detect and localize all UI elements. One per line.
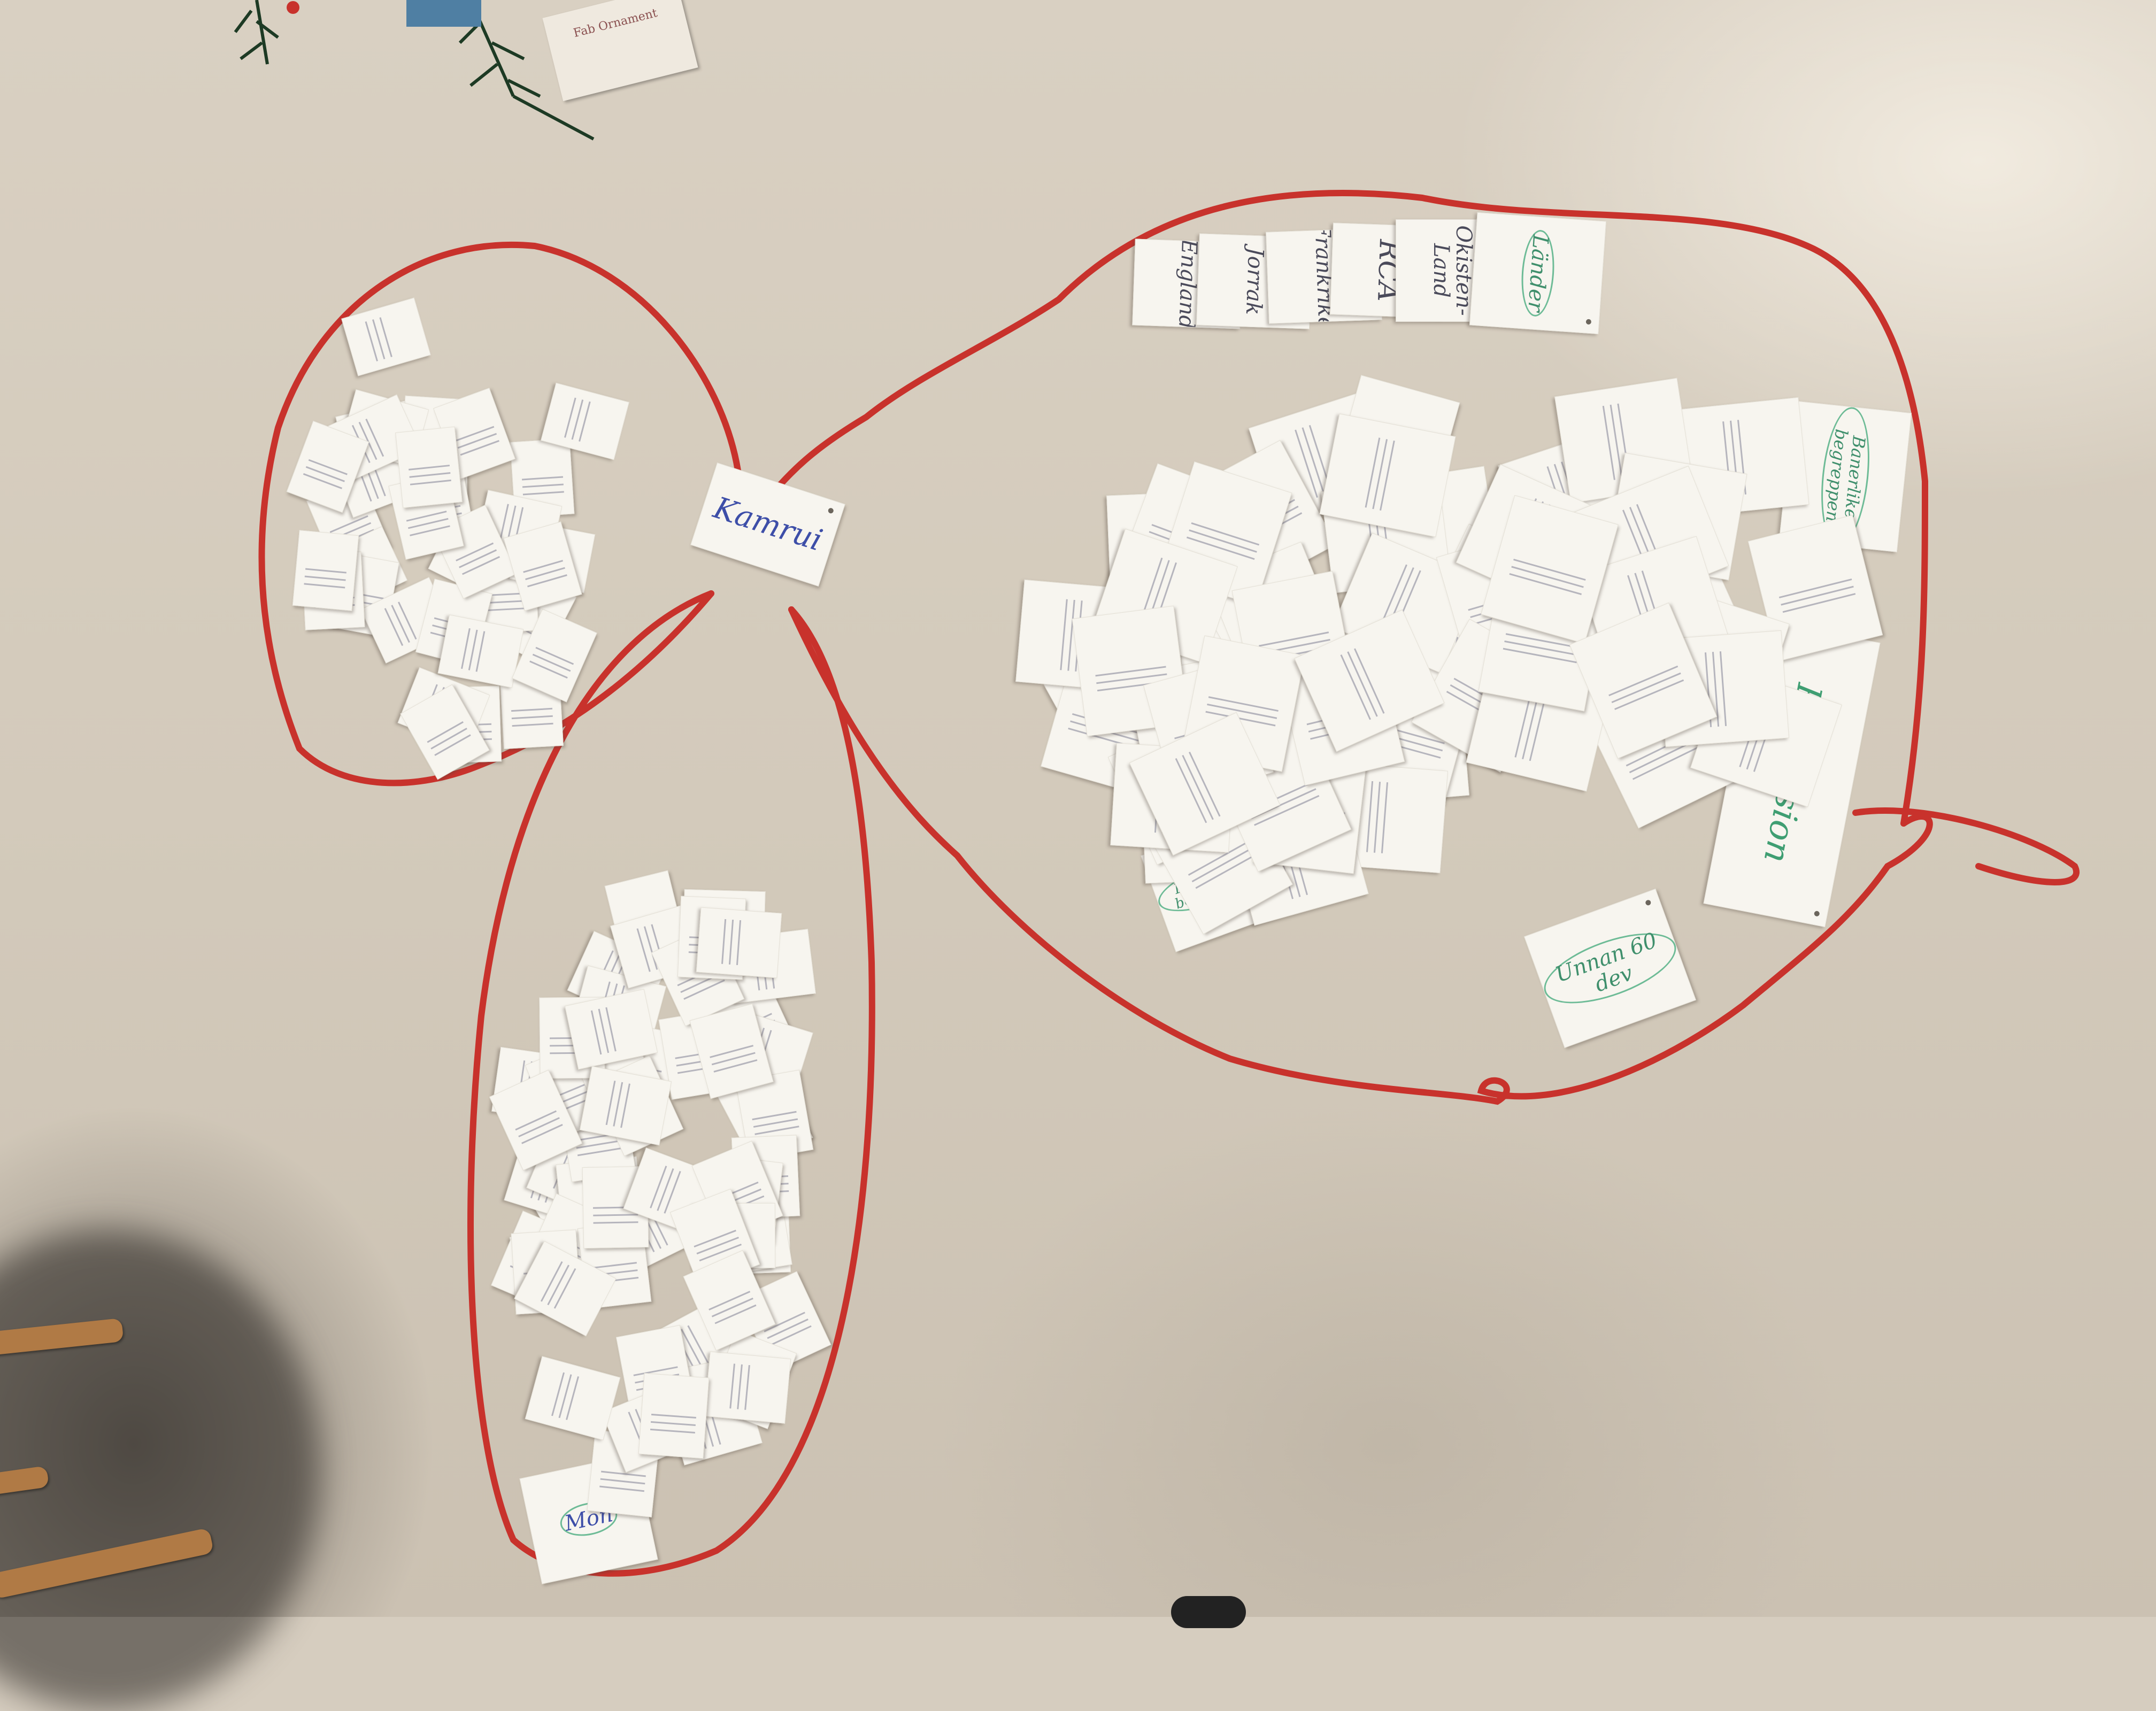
card-scribble <box>476 631 486 672</box>
card-scribble <box>605 1007 617 1052</box>
card-scribble <box>566 1376 580 1420</box>
card-scribble <box>1191 522 1259 545</box>
card-scribble <box>427 721 464 743</box>
card-scribble <box>579 401 591 442</box>
card-scribble <box>305 568 346 574</box>
red-rope <box>258 190 2080 1577</box>
card-scribble <box>1095 665 1166 676</box>
card-scribble <box>1380 440 1396 511</box>
card-scribble <box>398 601 417 639</box>
note-card <box>704 1351 791 1424</box>
card-scribble <box>329 515 368 533</box>
card-scribble <box>687 1325 711 1366</box>
lander-card: Länder <box>1469 212 1607 335</box>
card-scribble <box>651 1413 696 1419</box>
card-scribble <box>1779 578 1852 598</box>
card-scribble <box>455 426 494 442</box>
card-scribble <box>709 1290 751 1311</box>
card-scribble <box>535 646 574 665</box>
kamrui-label: Kamrui <box>709 490 827 558</box>
card-scribble <box>521 476 563 481</box>
blue-box <box>406 0 481 27</box>
card-scribble <box>752 1110 797 1120</box>
lander-label: Länder <box>1519 228 1557 318</box>
card-scribble <box>744 1365 751 1410</box>
card-scribble <box>365 418 384 457</box>
note-card <box>395 426 463 508</box>
card-scribble <box>408 464 450 471</box>
card-scribble <box>620 1083 631 1128</box>
card-scribble <box>1208 696 1279 712</box>
card-scribble <box>694 1229 736 1248</box>
note-card <box>638 1373 709 1459</box>
card-scribble <box>522 559 563 573</box>
shoe <box>1171 1596 1246 1628</box>
card-scribble <box>379 317 392 357</box>
card-scribble <box>515 1110 557 1131</box>
card-scribble <box>1720 651 1727 727</box>
christmas-tree-branches <box>234 0 595 141</box>
card-scribble <box>1353 648 1385 714</box>
card-scribble <box>1189 751 1221 816</box>
card-scribble <box>592 1261 637 1269</box>
card-scribble <box>406 510 446 521</box>
card-scribble <box>308 458 348 475</box>
card-scribble <box>1258 631 1329 647</box>
card-scribble <box>664 1171 682 1214</box>
card-scribble <box>1381 782 1389 853</box>
card-scribble <box>736 920 742 966</box>
card-scribble <box>1513 558 1586 581</box>
note-card <box>292 530 359 612</box>
land-card-2-text: Jorrak <box>1241 247 1268 315</box>
card-scribble <box>709 1044 753 1058</box>
card-scribble <box>511 707 552 712</box>
card-scribble <box>554 1268 576 1309</box>
note-card <box>696 907 782 978</box>
card-scribble <box>601 1470 646 1477</box>
card-scribble <box>1608 665 1678 696</box>
unnan-label: Unnan 60 dev <box>1535 919 1685 1018</box>
